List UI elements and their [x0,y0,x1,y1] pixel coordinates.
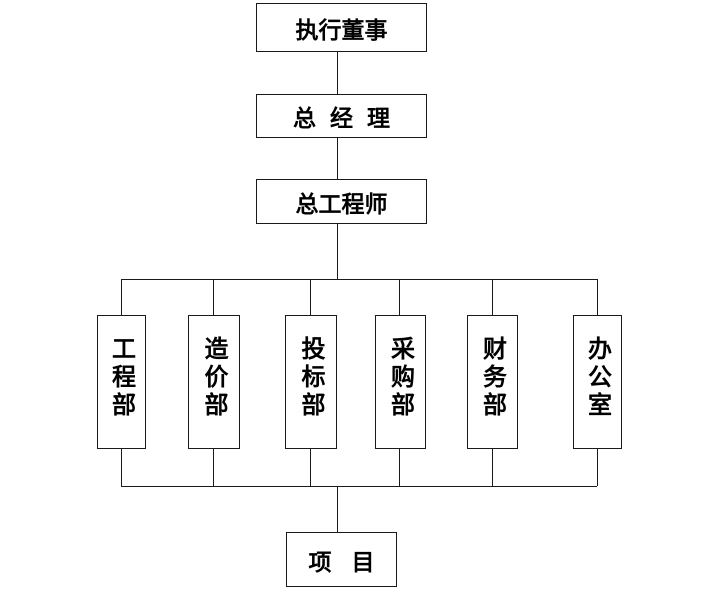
department-box-cost: 造价部 [188,315,240,449]
department-box-bidding: 投标部 [285,315,337,449]
rise-line-finance [492,449,494,486]
executive-director-label: 执行董事 [295,16,388,44]
department-label-engineering: 工程部 [107,336,137,420]
department-bottom-bus [121,486,597,488]
drop-line-engineering [121,279,123,315]
department-box-finance: 财务部 [467,315,518,449]
rise-line-engineering [121,449,123,486]
connector-engineer-bus [337,224,339,279]
rise-line-office [597,449,599,486]
department-box-procurement: 采购部 [375,315,426,449]
connector-bus-project [337,486,339,532]
department-label-finance: 财务部 [478,336,508,420]
rise-line-bidding [310,449,312,486]
drop-line-bidding [310,279,312,315]
general-manager-box: 总经理 [256,94,427,138]
project-label: 项目 [308,548,395,576]
connector-manager-engineer [337,138,339,179]
department-top-bus [121,279,597,281]
project-box: 项目 [286,532,397,587]
department-box-engineering: 工程部 [97,315,146,449]
drop-line-cost [213,279,215,315]
department-label-cost: 造价部 [200,336,229,420]
drop-line-finance [492,279,494,315]
connector-director-manager [337,52,339,94]
chief-engineer-box: 总工程师 [256,179,427,224]
department-label-office: 办公室 [583,336,613,420]
executive-director-box: 执行董事 [256,3,427,52]
department-label-bidding: 投标部 [297,336,326,420]
rise-line-procurement [399,449,401,486]
drop-line-office [597,279,599,315]
drop-line-procurement [399,279,401,315]
chief-engineer-label: 总工程师 [295,190,388,218]
general-manager-label: 总经理 [293,105,404,132]
department-label-procurement: 采购部 [386,336,416,420]
department-box-office: 办公室 [573,315,622,449]
rise-line-cost [213,449,215,486]
